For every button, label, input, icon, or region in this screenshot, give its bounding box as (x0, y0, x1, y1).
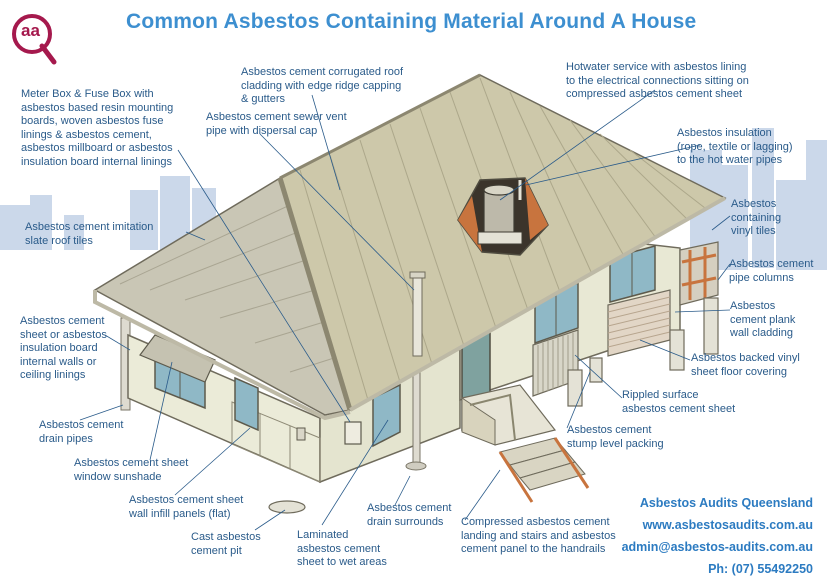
cement-pit (268, 500, 306, 514)
label-laminated-sheet: Laminated asbestos cement sheet to wet a… (297, 529, 387, 568)
label-insulation: Asbestos insulation (rope, textile or la… (677, 127, 793, 166)
label-slate-tiles: Asbestos cement imitation slate roof til… (25, 221, 154, 247)
label-sewer-vent: Asbestos cement sewer vent pipe with dis… (206, 111, 347, 137)
website-link[interactable]: www.asbestosaudits.com.au (642, 518, 813, 532)
label-plank-cladding: Asbestos cement plank wall cladding (730, 300, 796, 339)
sewer-vent-pipe (409, 271, 426, 357)
phone-number: Ph: (07) 55492250 (708, 562, 813, 576)
label-meter-box: Meter Box & Fuse Box with asbestos based… (21, 88, 174, 168)
label-corrugated-roof: Asbestos cement corrugated roof cladding… (241, 66, 404, 105)
pipe-columns (567, 297, 719, 407)
leader-lines (79, 89, 731, 531)
label-landing-stairs: Compressed asbestos cement landing and s… (461, 516, 616, 555)
window-front (372, 383, 401, 448)
window-right-2 (609, 245, 656, 303)
label-infill-panels: Asbestos cement sheet wall infill panels… (129, 494, 244, 520)
label-pipe-columns: Asbestos cement pipe columns (729, 258, 814, 284)
hotwater-cutout (457, 177, 549, 256)
logo-text: aa (21, 21, 40, 40)
label-drain-surrounds: Asbestos cement drain surrounds (367, 502, 452, 528)
logo-mark-icon (12, 14, 57, 65)
window-tall (234, 376, 259, 432)
label-stump-packing: Asbestos cement stump level packing (567, 424, 664, 450)
page-title: Common Asbestos Containing Material Arou… (126, 10, 697, 33)
label-hotwater: Hotwater service with asbestos lining to… (566, 61, 749, 100)
company-name: Asbestos Audits Queensland (639, 496, 813, 510)
label-cement-pit: Cast asbestos cement pit (191, 531, 261, 557)
label-sunshade: Asbestos cement sheet window sunshade (74, 457, 189, 483)
verandah (679, 241, 719, 306)
meter-box (344, 421, 362, 445)
window-sunshade (139, 334, 216, 383)
label-drain-pipes: Asbestos cement drain pipes (39, 419, 124, 445)
city-skyline (0, 128, 827, 270)
logo: aa (10, 12, 58, 66)
email-link[interactable]: admin@asbestos-audits.com.au (621, 540, 813, 554)
label-internal-walls: Asbestos cement sheet or asbestos insula… (20, 315, 107, 381)
label-vinyl-floor: Asbestos backed vinyl sheet floor coveri… (691, 352, 800, 378)
landing-stairs (460, 384, 590, 503)
label-rippled-sheet: Rippled surface asbestos cement sheet (622, 389, 736, 415)
label-vinyl-tiles: Asbestos containing vinyl tiles (731, 198, 782, 237)
infill-panels (231, 401, 321, 483)
